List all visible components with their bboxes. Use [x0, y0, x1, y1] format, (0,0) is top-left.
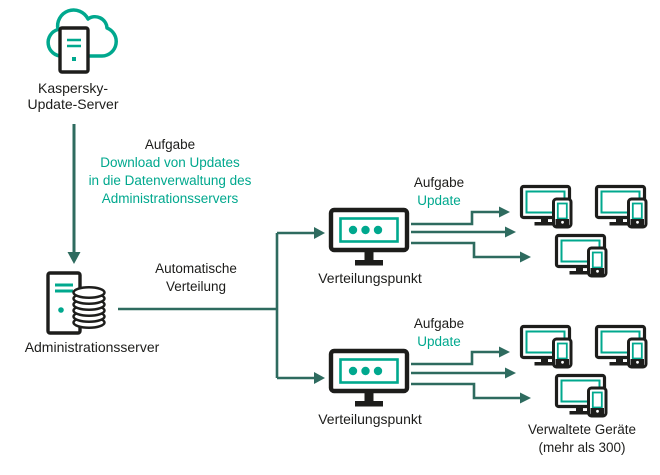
- download-task-label: Aufgabe Download von Updates in die Date…: [60, 136, 280, 208]
- monitor-status-dots-icon: [328, 207, 412, 267]
- update-task-2-name: Update: [417, 333, 461, 349]
- distribution-point-2-label: Verteilungspunkt: [318, 411, 422, 427]
- fan-arrows-distribution-point-2: [411, 350, 521, 400]
- cloud-server-icon: [46, 8, 118, 74]
- download-task-line1: Download von Updates: [100, 155, 240, 170]
- auto-distribution-line: [118, 231, 315, 380]
- desktop-with-phone-icon: [594, 324, 650, 370]
- desktop-with-phone-icon: [519, 324, 575, 370]
- desktop-with-phone-icon: [519, 184, 575, 230]
- managed-devices-label-line1: Verwaltete Geräte: [527, 422, 637, 437]
- update-task-1-title: Aufgabe: [413, 175, 465, 190]
- monitor-status-dots-icon: [328, 348, 412, 408]
- update-server-label-line2: Update-Server: [27, 96, 119, 112]
- update-server-label: Kaspersky- Update-Server: [7, 80, 139, 112]
- update-task-1-label: Aufgabe Update: [394, 174, 484, 209]
- download-task-line3: Administrationsservers: [101, 191, 239, 206]
- desktop-with-phone-icon: [554, 233, 610, 279]
- auto-distribution-line2: Verteilung: [165, 279, 227, 294]
- auto-distribution-line1: Automatische: [155, 261, 237, 276]
- server-database-icon: [46, 271, 106, 335]
- desktop-with-phone-icon: [554, 373, 610, 419]
- managed-devices-label: Verwaltete Geräte (mehr als 300): [498, 421, 660, 457]
- download-task-title: Aufgabe: [144, 137, 196, 152]
- update-task-2-title: Aufgabe: [413, 316, 465, 331]
- distribution-point-1-label: Verteilungspunkt: [318, 270, 422, 286]
- fan-arrows-distribution-point-1: [411, 210, 521, 259]
- arrowheads: [67, 206, 531, 404]
- update-task-1-name: Update: [417, 192, 461, 208]
- download-task-line2: in die Datenverwaltung des: [88, 173, 252, 188]
- update-task-2-label: Aufgabe Update: [394, 315, 484, 350]
- admin-server-label: Administrationsserver: [24, 339, 160, 355]
- auto-distribution-label: Automatische Verteilung: [130, 260, 262, 296]
- update-server-label-line1: Kaspersky-: [37, 80, 109, 96]
- managed-devices-label-line2: (mehr als 300): [538, 440, 626, 455]
- desktop-with-phone-icon: [594, 184, 650, 230]
